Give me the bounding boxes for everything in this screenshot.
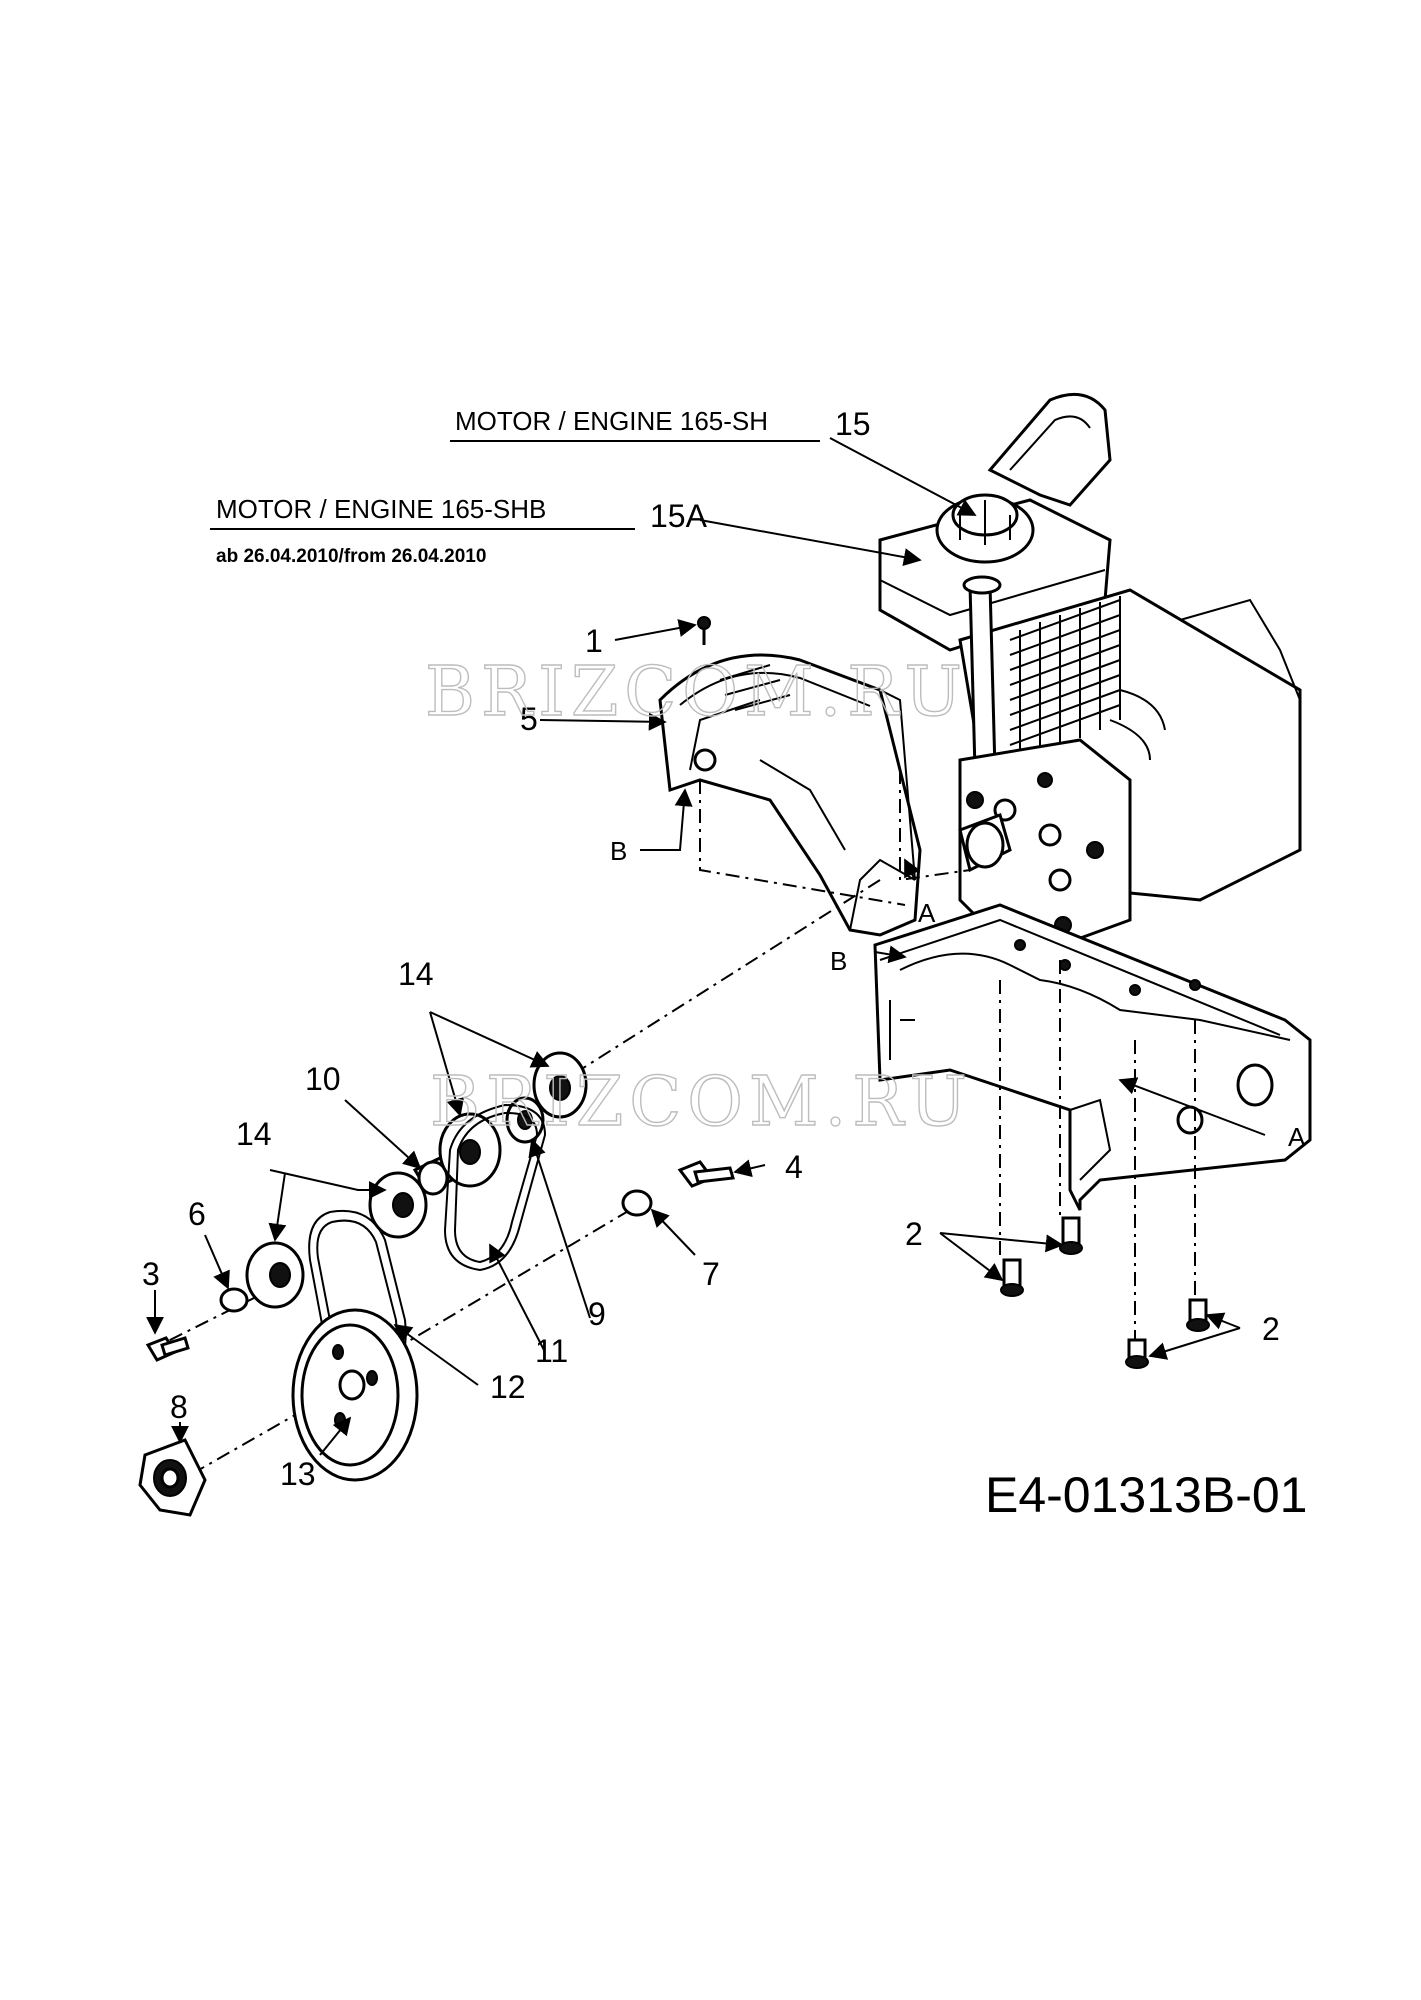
washer-6	[219, 1287, 249, 1313]
callout-13: 13	[280, 1456, 316, 1492]
belt-cover	[658, 653, 922, 937]
pulley-half-14-upper-b	[532, 1051, 588, 1119]
svg-text:MOTOR / ENGINE 165-SH: MOTOR / ENGINE 165-SH	[455, 406, 768, 436]
ref-a-upper: A	[918, 898, 936, 928]
mounting-bolts	[1000, 1216, 1210, 1369]
callout-8: 8	[170, 1389, 188, 1425]
belt-11	[443, 1103, 547, 1272]
drawing-code: E4-01313B-01	[985, 1467, 1307, 1523]
frame-plate	[873, 903, 1312, 1211]
callout-14-lower: 14	[236, 1116, 272, 1152]
ref-a-lower: A	[1288, 1122, 1306, 1152]
callout-1: 1	[585, 623, 603, 659]
callout-2-right: 2	[1262, 1311, 1280, 1347]
callout-15: 15	[835, 406, 871, 442]
callout-labels: 15 15A 1 5 B A B A 14 10 14 4 6 7 2 3 9 …	[142, 406, 1306, 1492]
header-engine-sh: MOTOR / ENGINE 165-SH	[450, 406, 820, 442]
svg-text:MOTOR / ENGINE 165-SHB: MOTOR / ENGINE 165-SHB	[216, 494, 546, 524]
pulley-13	[291, 1308, 419, 1482]
callout-10: 10	[305, 1061, 341, 1097]
watermark-lower: BRIZCOM.RU	[430, 1063, 973, 1142]
callout-14-upper: 14	[398, 956, 434, 992]
callout-12: 12	[490, 1369, 526, 1405]
bolt-4	[677, 1160, 735, 1188]
callout-4: 4	[785, 1149, 803, 1185]
bearing-8	[138, 1438, 207, 1517]
ref-b-upper: B	[610, 836, 627, 866]
bolt-3	[145, 1336, 190, 1362]
washer-7	[621, 1189, 653, 1217]
callout-6: 6	[188, 1196, 206, 1232]
callout-5: 5	[520, 701, 538, 737]
callout-15a: 15A	[650, 498, 708, 534]
ref-b-lower: B	[830, 946, 847, 976]
leader-lines	[146, 437, 1266, 1456]
callout-9: 9	[588, 1296, 606, 1332]
date-note: ab 26.04.2010/from 26.04.2010	[216, 546, 486, 567]
pulley-half-14-lower	[245, 1241, 305, 1309]
callout-2-left: 2	[905, 1216, 923, 1252]
callout-3: 3	[142, 1256, 160, 1292]
callout-7: 7	[702, 1256, 720, 1292]
pulley-half-14-upper-a	[438, 1112, 502, 1188]
callout-11: 11	[535, 1333, 568, 1369]
watermark-upper: BRIZCOM.RU	[425, 653, 968, 732]
screw-1	[697, 616, 711, 645]
header-engine-shb: MOTOR / ENGINE 165-SHB	[210, 494, 635, 530]
